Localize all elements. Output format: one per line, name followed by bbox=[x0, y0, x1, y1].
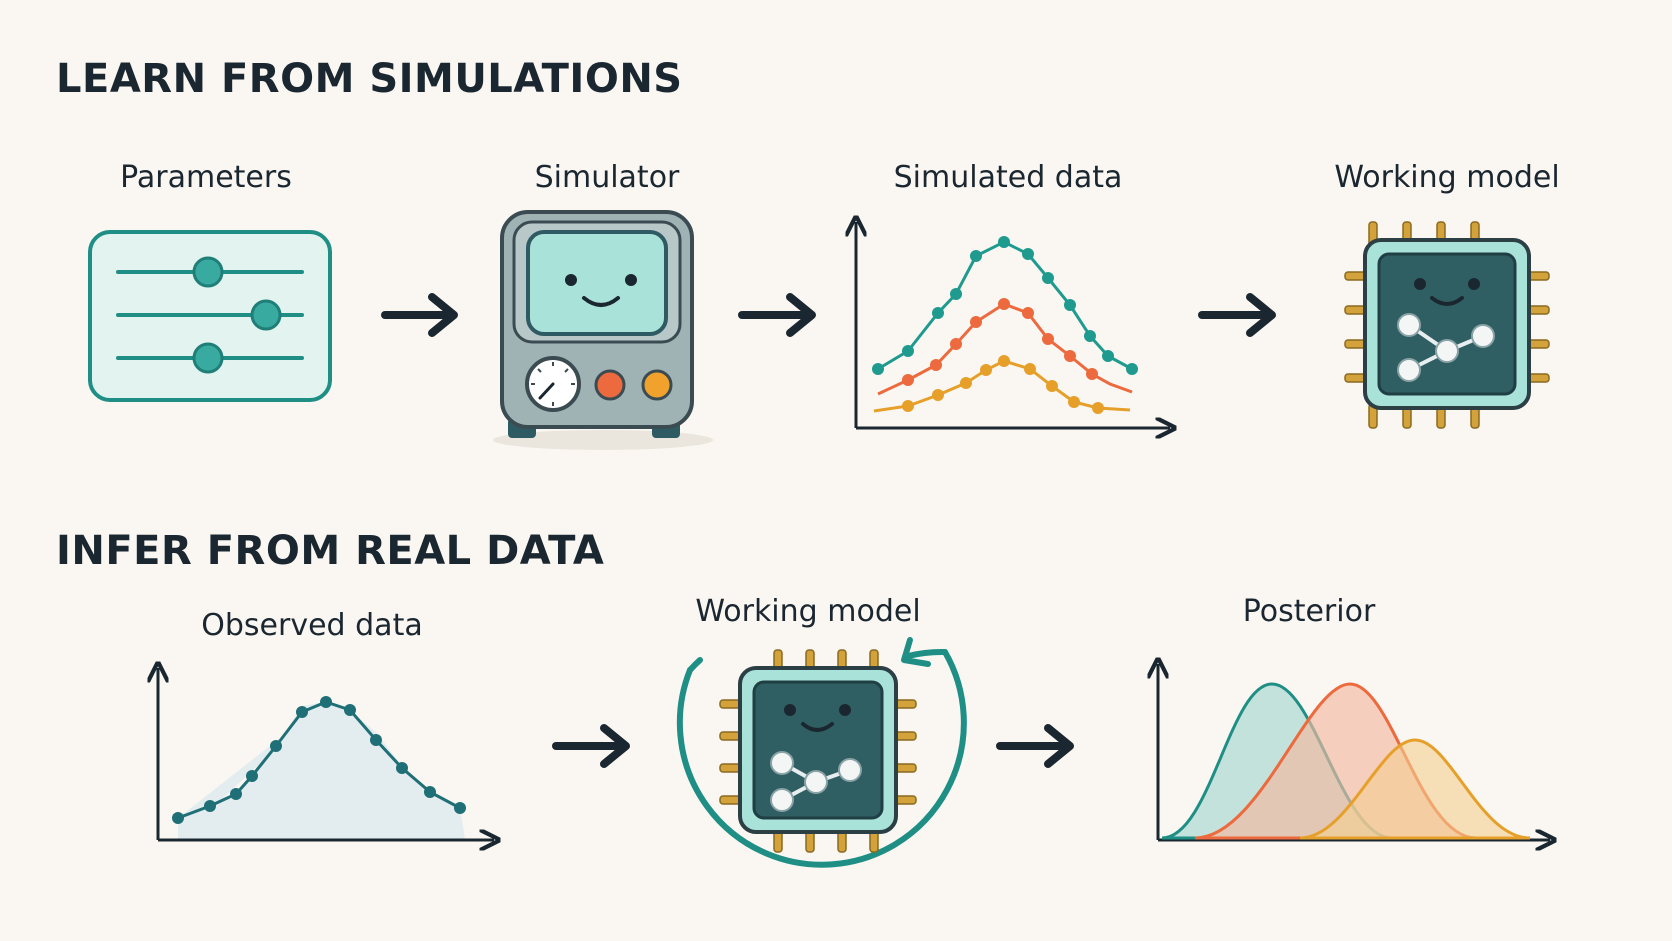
distribution-curves-icon bbox=[1158, 664, 1550, 840]
simulator-machine-icon bbox=[493, 210, 713, 450]
label-simulated-data: Simulated data bbox=[893, 160, 1123, 195]
label-observed-data: Observed data bbox=[201, 608, 423, 643]
arrow-icon-model-to-posterior bbox=[996, 724, 1074, 768]
label-parameters: Parameters bbox=[120, 160, 292, 195]
label-posterior: Posterior bbox=[1242, 594, 1376, 629]
arrow-icon-data-to-model bbox=[1198, 293, 1276, 337]
arrow-icon-observed-to-model bbox=[552, 724, 630, 768]
chip-refresh-icon bbox=[676, 637, 967, 868]
arrow-icon-simulator-to-data bbox=[738, 293, 816, 337]
section-title-infer: INFER FROM REAL DATA bbox=[56, 528, 605, 574]
area-chart-icon bbox=[158, 668, 494, 840]
section-title-learn: LEARN FROM SIMULATIONS bbox=[56, 56, 683, 102]
sliders-icon bbox=[88, 230, 332, 402]
line-chart-icon bbox=[856, 222, 1170, 428]
label-working-model-bottom: Working model bbox=[695, 594, 921, 629]
label-simulator: Simulator bbox=[534, 160, 680, 195]
refresh-arrowhead-icon bbox=[901, 637, 931, 667]
chip-network-icon bbox=[1344, 221, 1550, 429]
label-working-model-top: Working model bbox=[1334, 160, 1560, 195]
arrow-icon-params-to-simulator bbox=[381, 293, 458, 337]
